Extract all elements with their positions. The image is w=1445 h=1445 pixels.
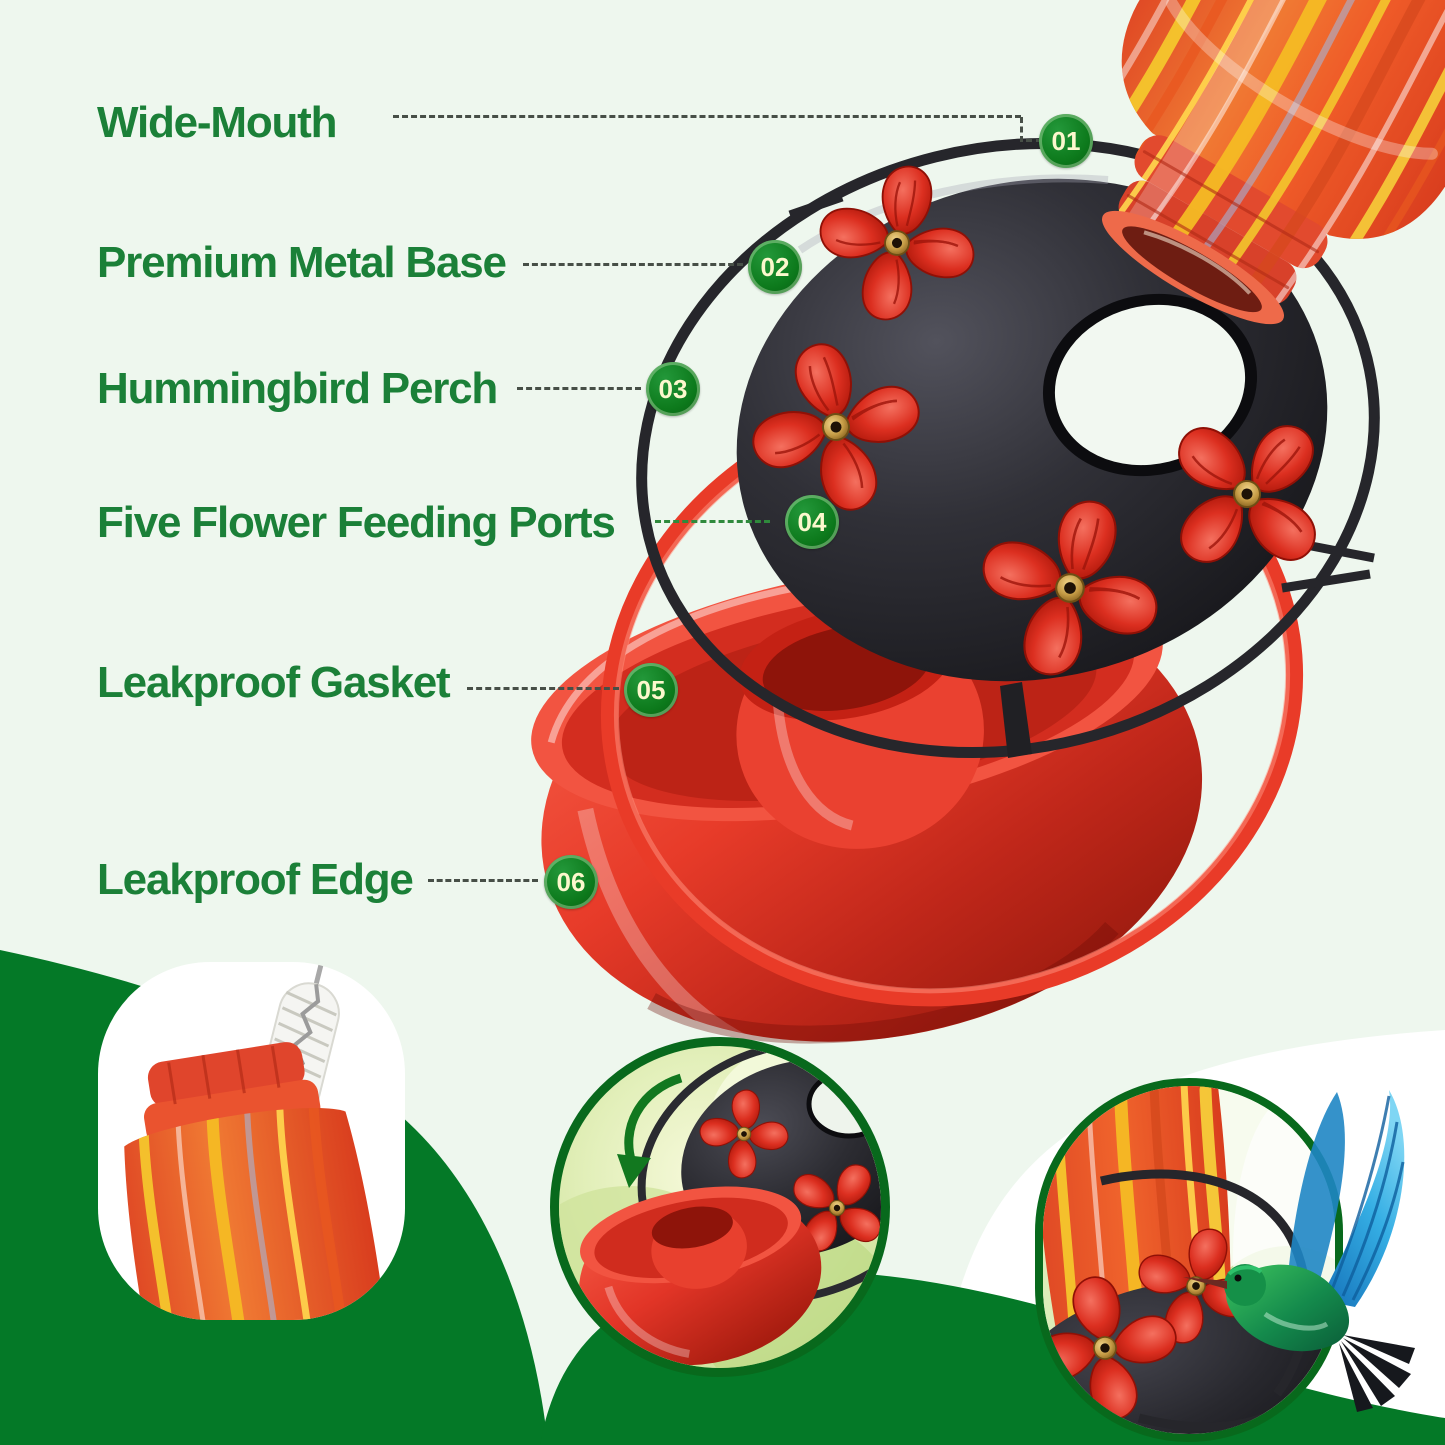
bird-tail: [1339, 1335, 1415, 1412]
number-badge-05: 05: [624, 663, 678, 717]
bird-beak: [1183, 1277, 1227, 1289]
callout-label-gasket: Leakproof Gasket: [97, 658, 451, 707]
number-badge-04: 04: [785, 495, 839, 549]
leader-line-03: [517, 387, 641, 390]
inset-cleaning-brush: [98, 962, 405, 1320]
callout-label-feeding-ports: Five Flower Feeding Ports: [97, 498, 616, 547]
inset-basin: [579, 1186, 822, 1366]
bird-wing-front: [1320, 1090, 1405, 1307]
number-badge-01: 01: [1039, 114, 1093, 168]
perch-ring: [636, 137, 1380, 759]
bird-head: [1224, 1264, 1266, 1306]
callout-label-wide-mouth: Wide-Mouth: [97, 98, 338, 147]
number-badge-03: 03: [646, 362, 700, 416]
leader-line-02: [523, 263, 743, 266]
callout-label-edge: Leakproof Edge: [97, 855, 414, 904]
leader-line-01: [393, 115, 1021, 118]
leader-line-01-end: [1026, 139, 1042, 142]
bird-wing-back: [1287, 1092, 1345, 1297]
callout-label-perch: Hummingbird Perch: [97, 364, 498, 413]
number-badge-06: 06: [544, 855, 598, 909]
hummingbird-illustration: [1183, 1090, 1415, 1412]
base-clip-tab: [1000, 682, 1032, 758]
leader-line-04: [655, 520, 770, 523]
inset-twist-assembly: [550, 1037, 890, 1377]
inset-bottle: [124, 1042, 390, 1320]
inset-flower-port: [699, 1089, 789, 1179]
leader-line-01-drop: [1020, 117, 1023, 142]
bird-eye: [1234, 1274, 1242, 1282]
leader-line-06: [428, 879, 538, 882]
leader-line-05: [467, 687, 619, 690]
center-fill-hole: [1054, 304, 1246, 466]
callout-label-metal-base: Premium Metal Base: [97, 238, 507, 287]
number-badge-02: 02: [748, 240, 802, 294]
twist-arrow-icon: [617, 1073, 683, 1188]
